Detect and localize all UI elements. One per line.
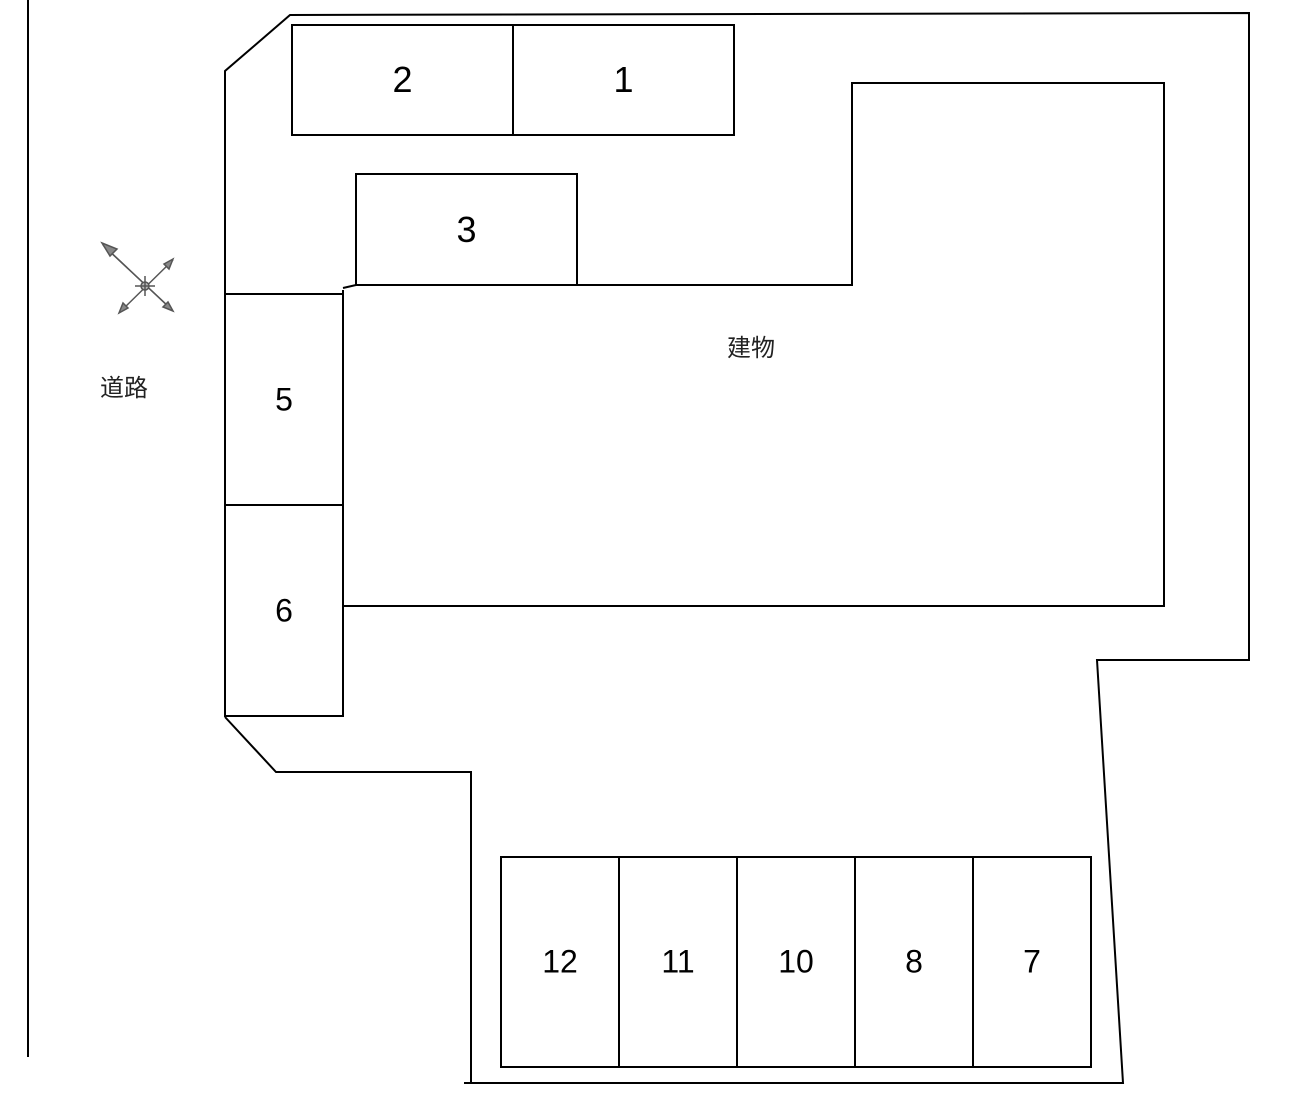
parking-space-5 [224, 293, 344, 506]
parking-space-number: 11 [661, 943, 695, 980]
parking-space-number: 8 [905, 943, 923, 980]
parking-space-11 [618, 856, 738, 1068]
parking-space-number: 5 [275, 381, 293, 417]
parking-space-10 [736, 856, 856, 1068]
compass-rose-icon [100, 241, 175, 315]
lot-boundary-lower-left [224, 716, 472, 1083]
parking-space-number: 1 [613, 59, 634, 100]
parking-space-number: 6 [275, 592, 293, 628]
parking-space-12 [500, 856, 620, 1068]
road-label: 道路 [100, 374, 148, 402]
parking-space-2 [291, 24, 514, 136]
building-label: 建物 [727, 334, 775, 362]
parking-space-3 [355, 173, 578, 286]
parking-space-number: 2 [392, 59, 413, 100]
parking-space-1 [512, 24, 735, 136]
parking-space-number: 7 [1023, 943, 1041, 980]
parking-space-number: 12 [542, 943, 578, 980]
lot-boundary [224, 11, 1250, 1084]
parking-space-7 [972, 856, 1092, 1068]
parking-space-number: 3 [456, 208, 477, 250]
parking-space-number: 10 [778, 943, 814, 980]
parking-space-8 [854, 856, 974, 1068]
parking-space-6 [224, 504, 344, 717]
